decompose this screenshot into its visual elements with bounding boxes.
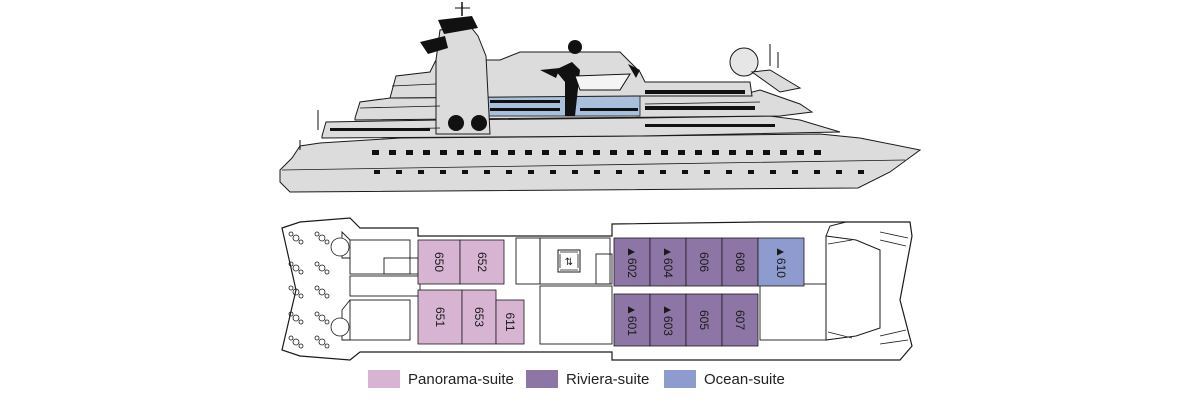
cabin-number: 651 <box>433 307 447 327</box>
suite-cabin-606[interactable]: 606 <box>685 237 723 287</box>
suite-cabin-611[interactable]: 611 <box>495 299 525 345</box>
suite-cabin-651[interactable]: 651 <box>417 289 463 345</box>
cabin-number: 652 <box>475 252 489 272</box>
cabin-number: ▲610 <box>774 246 788 278</box>
deck-outline <box>281 217 913 361</box>
suite-cabin-608[interactable]: 608 <box>721 237 759 287</box>
cabin-number: 606 <box>697 252 711 272</box>
deck-furniture <box>288 231 330 349</box>
cabin-shape[interactable] <box>495 299 525 345</box>
cabin-number: ▲602 <box>625 246 639 278</box>
cabin-number: 650 <box>432 252 446 272</box>
legend-riviera: Riviera-suite <box>526 368 649 390</box>
legend-label-ocean: Ocean-suite <box>704 370 785 388</box>
legend-panorama: Panorama-suite <box>368 368 514 390</box>
cabin-shape[interactable] <box>685 293 723 347</box>
suite-cabin-653[interactable]: 653 <box>461 289 497 345</box>
legend-swatch-riviera <box>526 370 558 388</box>
ship-hull <box>279 133 922 193</box>
cabin-shape[interactable] <box>459 239 505 285</box>
stern-structure <box>825 235 881 341</box>
legend-label-panorama: Panorama-suite <box>408 370 514 388</box>
highlighted-deck <box>487 95 641 117</box>
hull-window-row <box>372 150 864 174</box>
legend-label-riviera: Riviera-suite <box>566 370 650 388</box>
cabin-number: ▲603 <box>661 304 675 336</box>
cabin-number: ▲604 <box>661 246 675 278</box>
cabin-number: ▲601 <box>625 304 639 336</box>
cabin-shape[interactable] <box>461 289 497 345</box>
svg-text:⇅: ⇅ <box>565 257 573 268</box>
cabin-shape[interactable] <box>417 289 463 345</box>
cabin-shape[interactable] <box>649 237 687 287</box>
elevator-icon: ⇅ <box>557 249 581 273</box>
suite-cabins: 650 652 651 653 611 ▲602 ▲604 606 608 ▲601 ▲603 605… <box>417 237 805 347</box>
suite-cabin-601[interactable]: ▲601 <box>613 293 651 347</box>
ship-profile <box>279 2 922 193</box>
suite-cabin-650[interactable]: 650 <box>417 239 461 285</box>
cabin-number: 607 <box>733 310 747 330</box>
suite-cabin-607[interactable]: 607 <box>721 293 759 347</box>
cabin-shape[interactable] <box>757 237 805 287</box>
cabin-shape[interactable] <box>613 293 651 347</box>
cabin-number: 653 <box>472 307 486 327</box>
cabin-number: 611 <box>503 312 517 331</box>
suite-cabin-605[interactable]: 605 <box>685 293 723 347</box>
cabin-shape[interactable] <box>721 237 759 287</box>
suite-cabin-603[interactable]: ▲603 <box>649 293 687 347</box>
legend-swatch-ocean <box>664 370 696 388</box>
suite-cabin-652[interactable]: 652 <box>459 239 505 285</box>
radar-dome <box>729 47 759 77</box>
stair-icon <box>330 237 350 337</box>
cabin-number: 605 <box>697 310 711 330</box>
legend-swatch-panorama <box>368 370 400 388</box>
cabin-shape[interactable] <box>417 239 461 285</box>
cabin-shape[interactable] <box>721 293 759 347</box>
suite-cabin-604[interactable]: ▲604 <box>649 237 687 287</box>
suite-cabin-610[interactable]: ▲610 <box>757 237 805 287</box>
suite-cabin-602[interactable]: ▲602 <box>613 237 651 287</box>
cabin-number: 608 <box>733 252 747 272</box>
legend-ocean: Ocean-suite <box>664 368 785 390</box>
ship-windows <box>330 90 775 131</box>
